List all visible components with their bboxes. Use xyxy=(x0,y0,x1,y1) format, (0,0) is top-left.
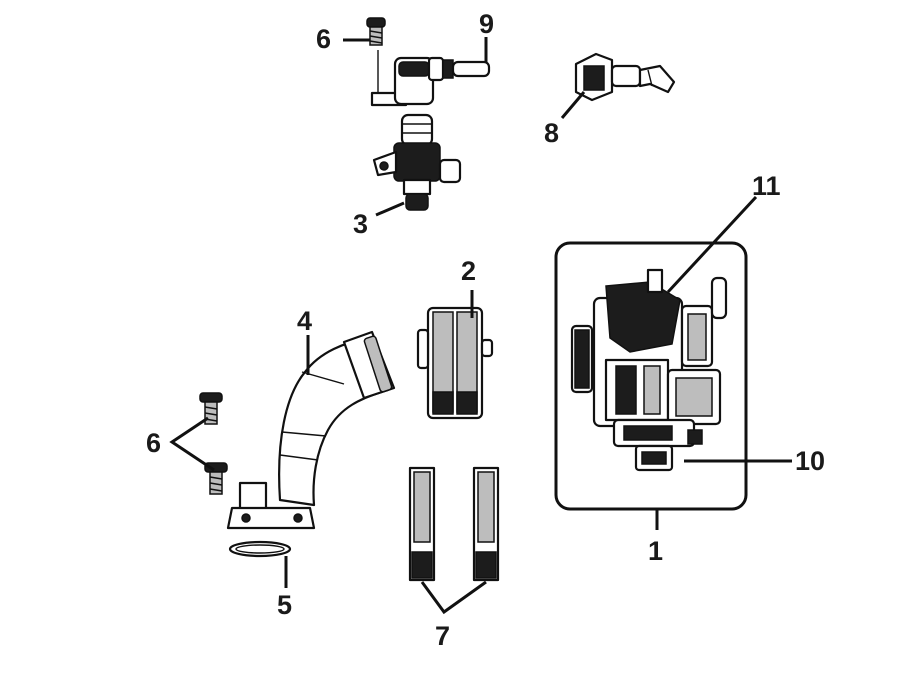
callout-8: 8 xyxy=(544,118,559,148)
callout-5: 5 xyxy=(277,590,292,620)
bars-part-7 xyxy=(408,466,500,582)
screw-top xyxy=(366,17,386,46)
leader-lines xyxy=(169,37,792,615)
callout-3: 3 xyxy=(353,209,368,239)
callout-11: 11 xyxy=(752,171,781,201)
callout-6-top: 6 xyxy=(316,24,331,54)
spacer-part-2 xyxy=(416,306,494,420)
assembly-frame xyxy=(554,241,748,511)
callout-2: 2 xyxy=(461,256,476,286)
callout-9: 9 xyxy=(479,9,494,39)
injector-part-3 xyxy=(372,113,462,211)
screws-left xyxy=(199,392,228,495)
callout-6-left: 6 xyxy=(146,428,161,458)
callout-7: 7 xyxy=(435,621,450,651)
callout-4: 4 xyxy=(297,306,312,336)
callout-1: 1 xyxy=(648,536,663,566)
callout-labels: 6 9 8 3 11 2 4 6 10 1 5 7 xyxy=(146,9,825,651)
o-ring xyxy=(228,540,292,558)
injector-top-assembly xyxy=(370,50,491,107)
intake-elbow xyxy=(226,330,396,530)
callout-10: 10 xyxy=(795,446,825,476)
hose-connector xyxy=(574,52,676,102)
throttle-body-assembly xyxy=(570,268,728,472)
